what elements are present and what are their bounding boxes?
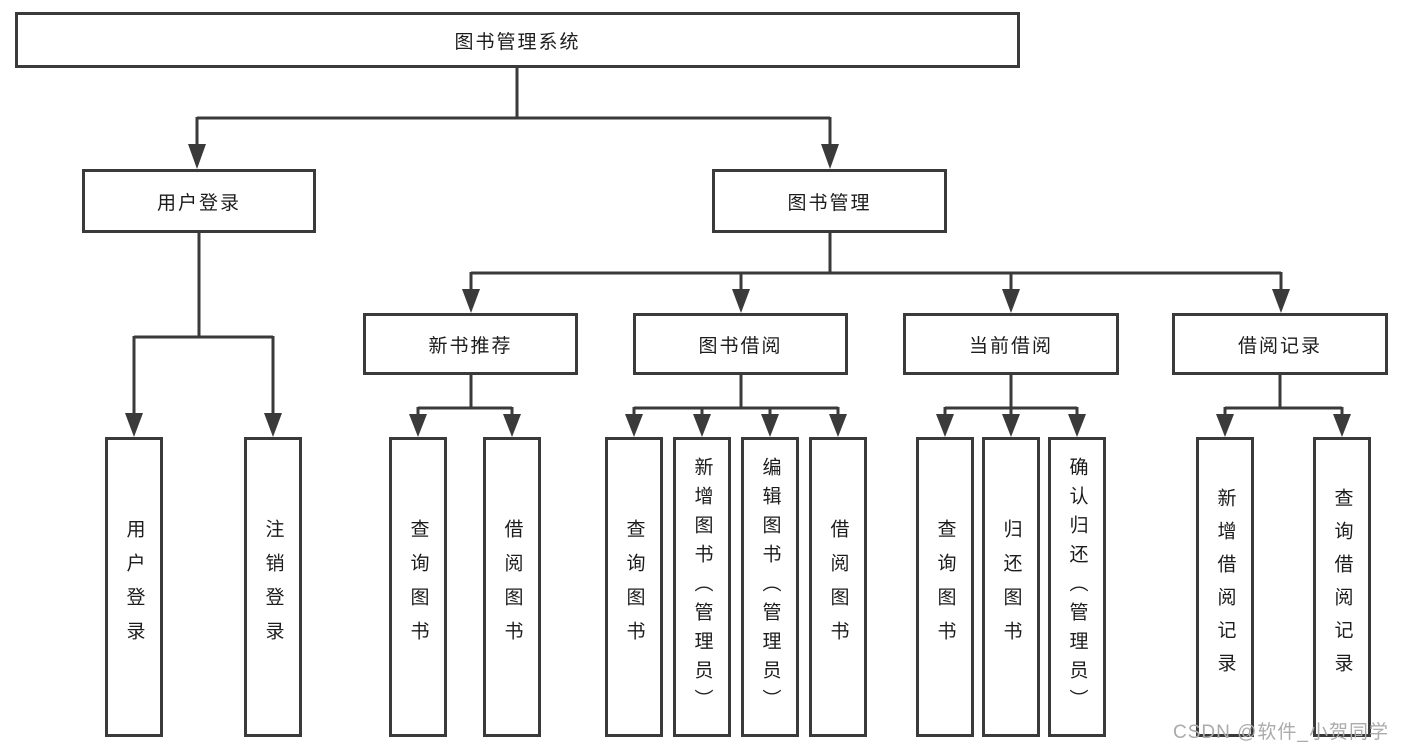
leaf-recommend-query-book: 查询图书	[389, 437, 447, 737]
node-new-book-recommend: 新书推荐	[363, 313, 578, 375]
node-library-system: 图书管理系统	[15, 12, 1020, 68]
leaf-current-return-book: 归还图书	[982, 437, 1040, 737]
leaf-current-confirm-return-admin: 确认归还（管理员）	[1048, 437, 1106, 737]
leaf-records-query-record: 查询借阅记录	[1313, 437, 1371, 737]
leaf-logout: 注销登录	[244, 437, 302, 737]
node-label: 归还图书	[1000, 519, 1022, 655]
node-label: 查询图书	[934, 519, 956, 655]
node-label: 借阅图书	[501, 519, 523, 655]
leaf-current-query-book: 查询图书	[916, 437, 974, 737]
node-label: 确认归还（管理员）	[1066, 456, 1088, 718]
leaf-user-login: 用户登录	[105, 437, 163, 737]
node-book-management: 图书管理	[712, 169, 947, 233]
node-label: 新增图书（管理员）	[691, 456, 713, 718]
leaf-borrow-borrow-book: 借阅图书	[809, 437, 867, 737]
node-borrow-records: 借阅记录	[1172, 313, 1388, 375]
node-label: 用户登录	[123, 519, 145, 655]
node-label: 查询图书	[623, 519, 645, 655]
node-label: 借阅记录	[1237, 335, 1322, 357]
leaf-borrow-add-book-admin: 新增图书（管理员）	[673, 437, 731, 737]
node-label: 借阅图书	[827, 519, 849, 655]
node-label: 用户登录	[156, 192, 241, 214]
node-label: 注销登录	[262, 519, 284, 655]
node-label: 图书管理	[787, 192, 872, 214]
node-label: 查询图书	[407, 519, 429, 655]
leaf-borrow-edit-book-admin: 编辑图书（管理员）	[741, 437, 799, 737]
node-current-borrow: 当前借阅	[903, 313, 1119, 375]
node-label: 查询借阅记录	[1331, 488, 1353, 686]
node-user-login: 用户登录	[82, 169, 316, 233]
node-label: 编辑图书（管理员）	[759, 456, 781, 718]
node-label: 图书借阅	[698, 335, 783, 357]
node-label: 新书推荐	[428, 335, 513, 357]
node-label: 当前借阅	[968, 335, 1053, 357]
leaf-borrow-query-book: 查询图书	[605, 437, 663, 737]
node-label: 图书管理系统	[454, 31, 581, 53]
leaf-recommend-borrow-book: 借阅图书	[483, 437, 541, 737]
leaf-records-add-record: 新增借阅记录	[1196, 437, 1254, 737]
watermark: CSDN @软件_小贺同学	[1173, 722, 1389, 743]
node-label: 新增借阅记录	[1214, 488, 1236, 686]
node-book-borrow: 图书借阅	[633, 313, 848, 375]
